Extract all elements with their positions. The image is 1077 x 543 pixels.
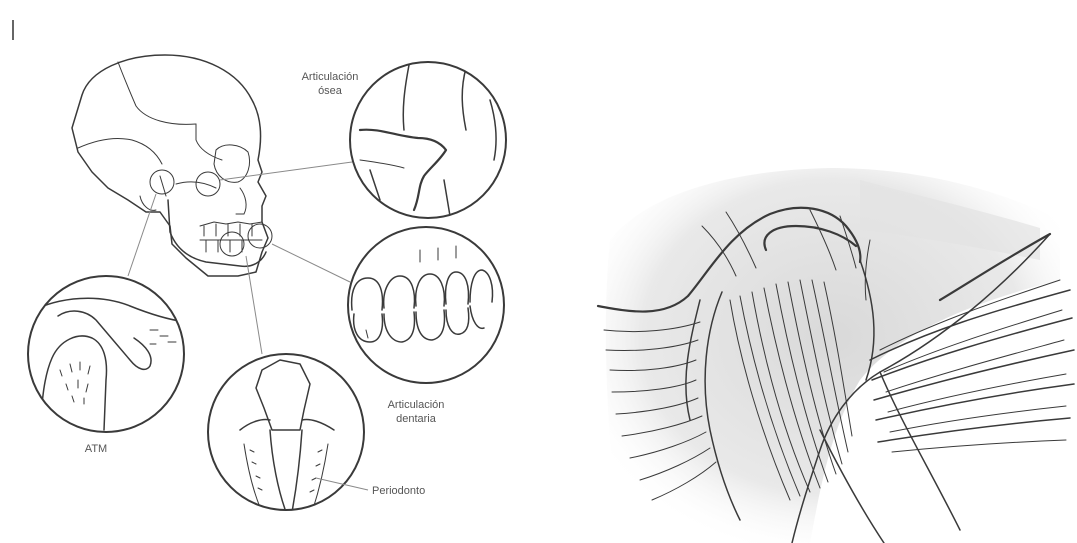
magnifier-periodontium xyxy=(208,354,364,512)
marker-teeth xyxy=(220,232,244,256)
magnifier-dental-joint xyxy=(348,227,504,383)
label-dental-joint-line2: dentaria xyxy=(396,413,437,425)
label-bone-joint-line1: Articulación xyxy=(302,71,359,83)
periodontal-ligament-illustration xyxy=(598,168,1074,543)
label-bone-joint-line2: ósea xyxy=(318,85,343,97)
magnifier-tmj xyxy=(28,276,186,432)
skull-illustration xyxy=(72,55,268,276)
label-dental-joint-line1: Articulación xyxy=(388,399,445,411)
marker-bone-joint xyxy=(196,172,220,196)
magnifier-bone-joint xyxy=(350,60,506,218)
label-tmj: ATM xyxy=(85,443,107,455)
label-periodontium: Periodonto xyxy=(372,485,425,497)
